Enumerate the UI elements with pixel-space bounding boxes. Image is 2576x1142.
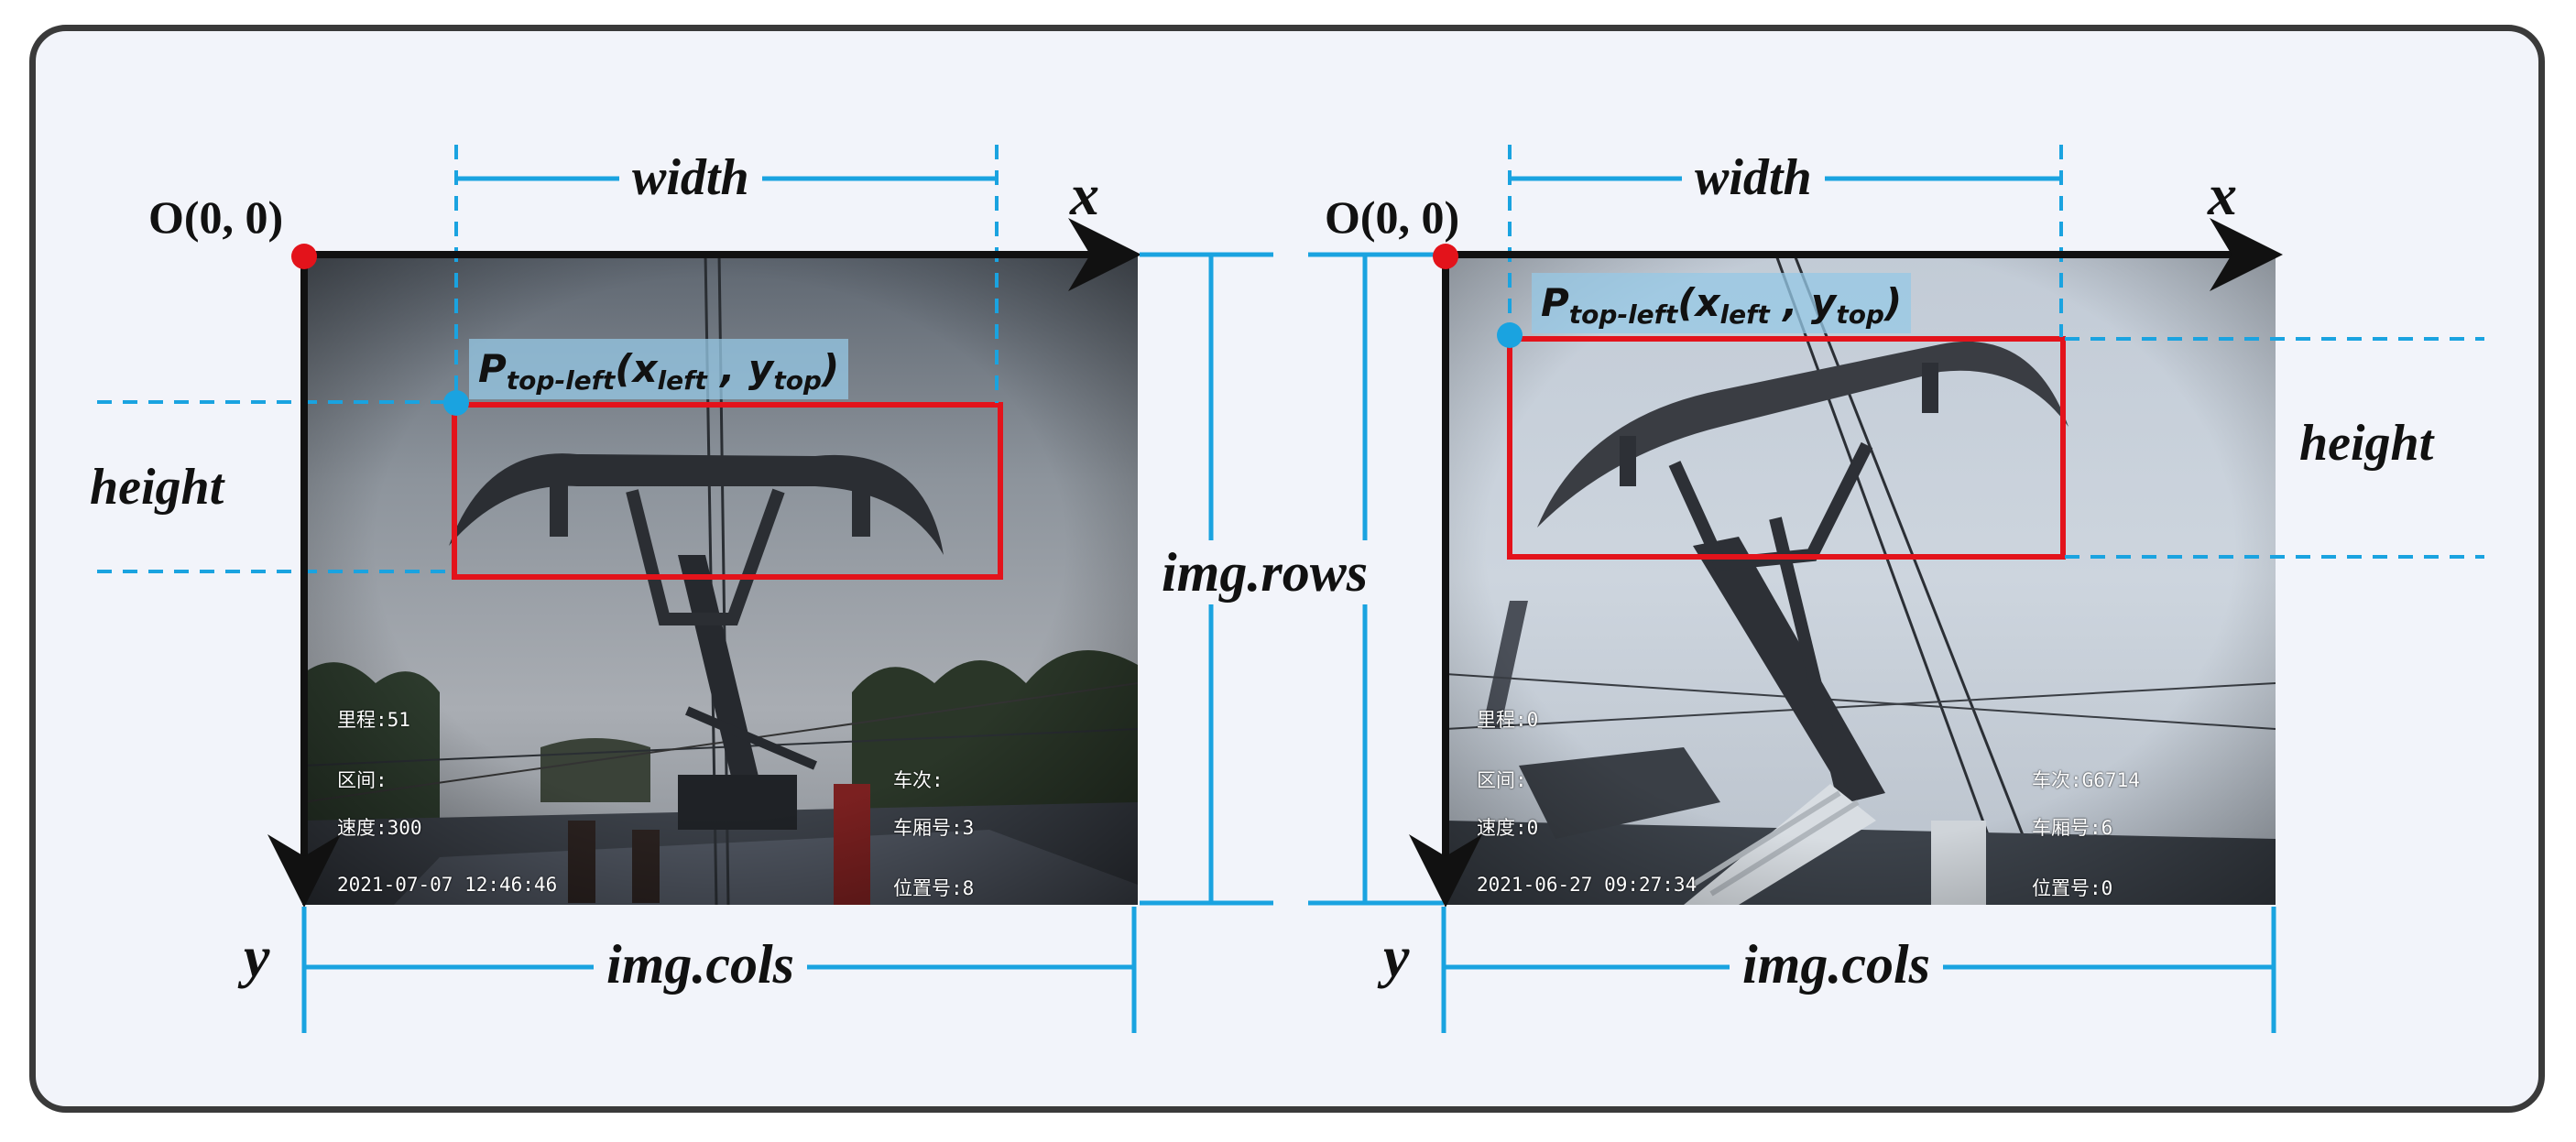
left-point-comma: , (720, 346, 736, 391)
left-point-x: x (632, 346, 658, 391)
right-point-sub: top-left (1568, 299, 1678, 330)
left-overlay-train: 车次: (893, 769, 944, 791)
right-overlay-section: 区间: (1477, 769, 1527, 791)
left-overlay-section: 区间: (337, 769, 387, 791)
left-cols-label: img.cols (594, 932, 807, 996)
left-point-sub: top-left (506, 365, 616, 396)
left-overlay-position: 位置号:8 (893, 877, 975, 899)
left-width-label: width (619, 148, 762, 207)
right-origin-point (1433, 244, 1458, 269)
left-point-p: P (478, 346, 507, 391)
left-overlay-datetime: 2021-07-07 12:46:46 (337, 874, 558, 896)
left-height-label: height (90, 459, 224, 516)
right-width-label: width (1682, 148, 1825, 207)
right-overlay-position: 位置号:0 (2032, 877, 2113, 899)
left-origin-label: O(0, 0) (148, 191, 284, 243)
right-point-x: x (1695, 280, 1720, 325)
left-overlay-mileage: 里程:51 (337, 709, 410, 731)
right-overlay-car: 车厢号:6 (2032, 817, 2113, 839)
right-height-label: height (2299, 415, 2434, 472)
left-origin-point (291, 244, 317, 269)
right-point-ysub: top (1836, 299, 1884, 330)
right-top-left-point (1497, 322, 1523, 348)
left-x-axis-label: x (1070, 162, 1099, 227)
right-point-close: ) (1883, 280, 1903, 325)
right-overlay-mileage: 里程:0 (1477, 709, 1539, 731)
left-overlay-speed: 速度:300 (337, 817, 422, 839)
left-point-close: ) (821, 346, 840, 391)
left-point-y: y (748, 346, 774, 391)
right-point-label: Ptop-left(xleft , ytop) (1532, 273, 1912, 333)
left-overlay-car: 车厢号:3 (893, 817, 975, 839)
left-point-open: ( (615, 346, 633, 391)
right-overlay-datetime: 2021-06-27 09:27:34 (1477, 874, 1697, 896)
right-pantograph-scene (1446, 253, 2276, 905)
right-point-p: P (1541, 280, 1569, 325)
right-point-xsub: left (1719, 299, 1770, 330)
right-overlay-speed: 速度:0 (1477, 817, 1539, 839)
right-origin-label: O(0, 0) (1325, 191, 1460, 243)
right-camera-image: 里程:0 区间: 速度:0 2021-06-27 09:27:34 车次:G67… (1446, 253, 2276, 905)
right-x-axis-label: x (2208, 162, 2237, 227)
right-bounding-box (1507, 336, 2066, 560)
right-overlay-train: 车次:G6714 (2032, 769, 2140, 791)
left-point-xsub: left (657, 365, 707, 396)
left-y-axis-label: y (244, 924, 270, 989)
right-point-open: ( (1677, 280, 1696, 325)
left-bounding-box (452, 402, 1003, 580)
right-point-y: y (1810, 280, 1837, 325)
rows-label: img.rows (1149, 540, 1381, 604)
right-point-comma: , (1783, 280, 1798, 325)
left-top-left-point (443, 390, 469, 416)
right-cols-label: img.cols (1730, 932, 1943, 996)
left-point-ysub: top (773, 365, 822, 396)
right-y-axis-label: y (1383, 924, 1410, 989)
left-point-label: Ptop-left(xleft , ytop) (469, 339, 849, 399)
